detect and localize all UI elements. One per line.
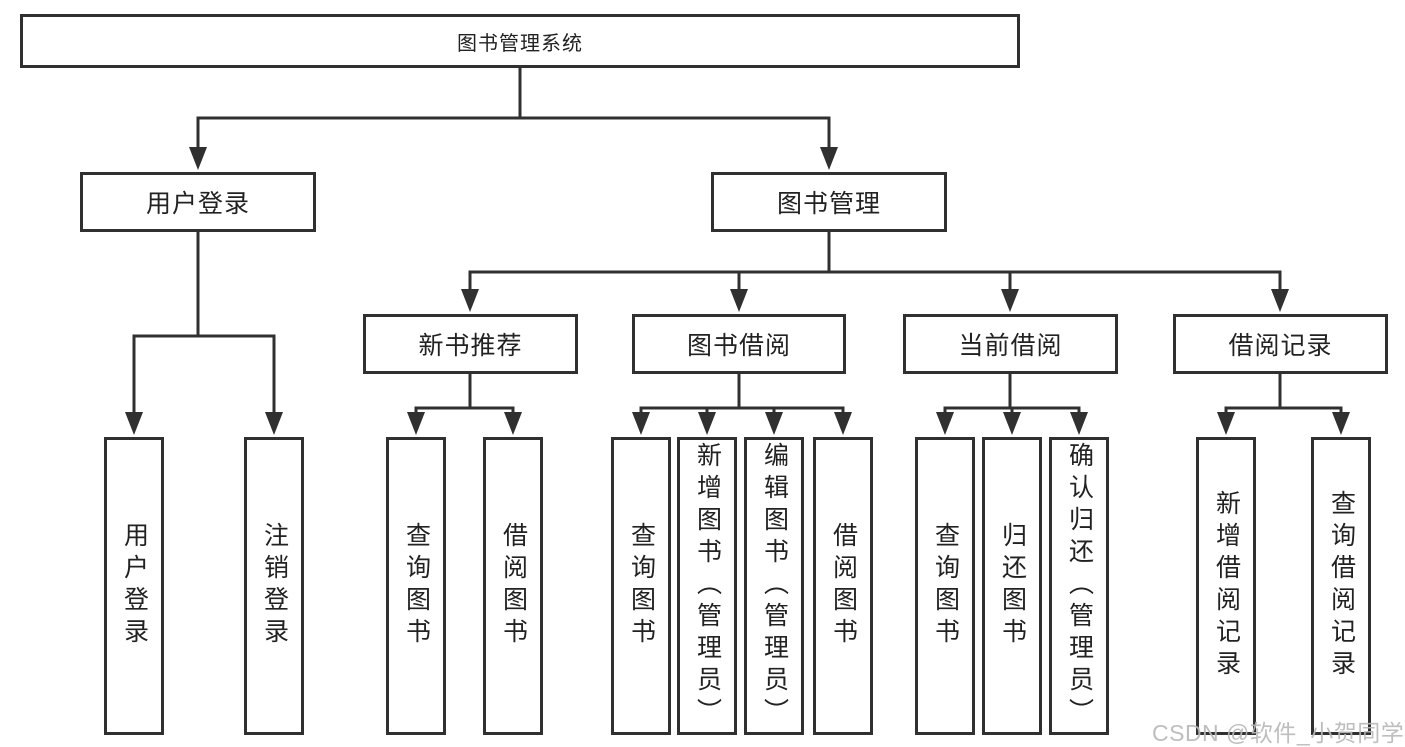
node-label: 借阅图书 <box>499 522 528 650</box>
node-book-borrowing: 图书借阅 <box>632 314 846 374</box>
leaf-query-books-3: 查询图书 <box>915 437 975 735</box>
csdn-watermark: CSDN @软件_小贺同学 <box>1152 720 1405 746</box>
node-label: 新增图书（管理员） <box>693 442 722 730</box>
edge-user-login-to-leaves <box>125 230 283 435</box>
node-label: 查询图书 <box>931 522 960 650</box>
node-book-management-system: 图书管理系统 <box>20 14 1020 68</box>
edge-root-to-level2 <box>189 66 838 170</box>
node-label: 注销登录 <box>260 522 289 650</box>
leaf-query-books-2: 查询图书 <box>611 437 671 735</box>
leaf-borrow-books-2: 借阅图书 <box>813 437 873 735</box>
node-label: 查询图书 <box>402 522 431 650</box>
node-label: 借阅记录 <box>1228 332 1333 360</box>
leaf-user-login: 用户登录 <box>104 437 164 735</box>
leaf-edit-books-admin: 编辑图书（管理员） <box>744 437 804 735</box>
node-label: 图书管理 <box>776 190 881 218</box>
leaf-return-books: 归还图书 <box>982 437 1042 735</box>
leaf-confirm-return-admin: 确认归还（管理员） <box>1049 437 1109 735</box>
node-user-login-branch: 用户登录 <box>80 172 316 232</box>
node-label: 查询图书 <box>627 522 656 650</box>
leaf-add-borrow-record: 新增借阅记录 <box>1196 437 1256 735</box>
leaf-add-books-admin: 新增图书（管理员） <box>677 437 737 735</box>
node-label: 归还图书 <box>998 522 1027 650</box>
node-book-management-branch: 图书管理 <box>711 172 947 232</box>
node-label: 当前借阅 <box>958 332 1063 360</box>
node-new-book-recommendation: 新书推荐 <box>363 314 578 374</box>
node-label: 图书借阅 <box>686 332 791 360</box>
edge-book-mgmt-to-level3 <box>461 230 1289 312</box>
node-label: 新增借阅记录 <box>1212 490 1241 682</box>
node-label: 确认归还（管理员） <box>1065 442 1094 730</box>
node-label: 查询借阅记录 <box>1327 490 1356 682</box>
node-label: 用户登录 <box>120 522 149 650</box>
node-label: 借阅图书 <box>829 522 858 650</box>
leaf-query-books-1: 查询图书 <box>386 437 446 735</box>
edge-new-book-rec-to-leaves <box>407 372 522 435</box>
leaf-query-borrow-record: 查询借阅记录 <box>1311 437 1371 735</box>
node-label: 用户登录 <box>145 190 250 218</box>
edge-current-borrowing-to-leaves <box>936 372 1088 435</box>
leaf-borrow-books-1: 借阅图书 <box>483 437 543 735</box>
leaf-logout: 注销登录 <box>244 437 304 735</box>
node-current-borrowing: 当前借阅 <box>903 314 1118 374</box>
edge-borrowing-records-to-leaves <box>1217 372 1350 435</box>
edge-book-borrowing-to-leaves <box>632 372 852 435</box>
node-label: 新书推荐 <box>418 332 523 360</box>
node-borrowing-records: 借阅记录 <box>1173 314 1388 374</box>
node-label: 编辑图书（管理员） <box>760 442 789 730</box>
node-label: 图书管理系统 <box>457 32 583 55</box>
